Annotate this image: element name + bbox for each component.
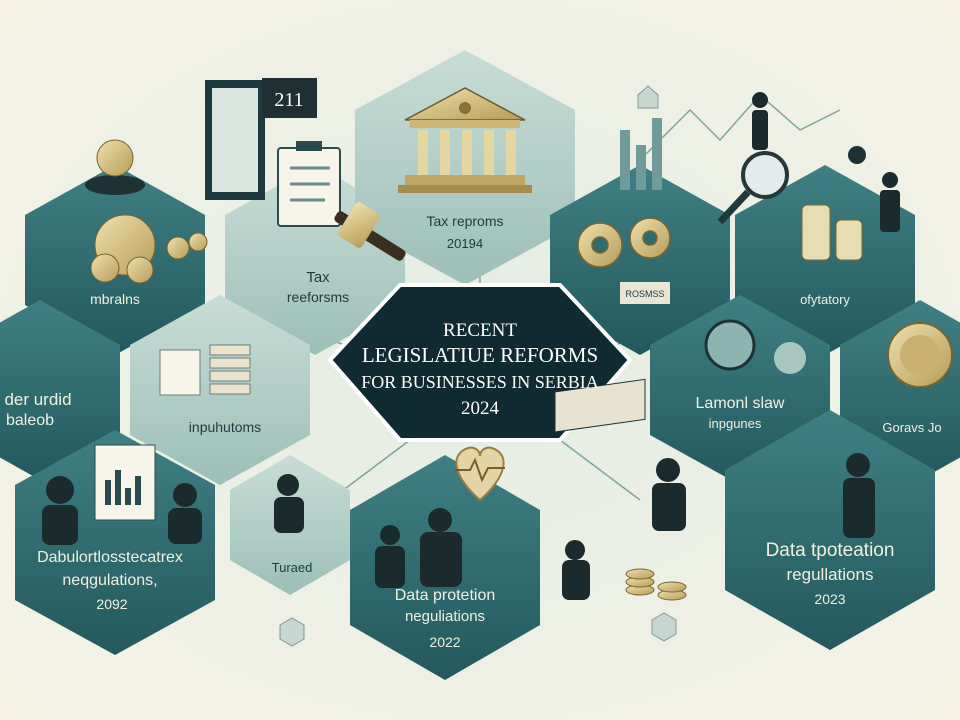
- coin-stack-icon: [625, 568, 687, 601]
- data2023-year: 2023: [814, 591, 845, 607]
- person-center-icon: [420, 508, 462, 587]
- person-turaed-icon: [274, 474, 304, 533]
- person-right2-icon: [652, 458, 686, 531]
- inpuhutoms-title: inpuhutoms: [189, 419, 261, 435]
- person-left2-icon: [168, 483, 202, 544]
- bottom-emblem-left-icon: [279, 617, 305, 647]
- lamonl-title2: inpgunes: [709, 416, 762, 431]
- tile-gears: [550, 165, 730, 355]
- gears-icon: [577, 217, 671, 268]
- bank-building-icon: [398, 87, 532, 193]
- mbralns-title: mbralns: [90, 291, 140, 307]
- center-line4: 2024: [461, 398, 500, 419]
- person-left-icon: [42, 476, 78, 545]
- tablet-board-icon: 211: [205, 78, 317, 200]
- heart-rate-icon: [455, 446, 505, 502]
- money-stack-icon: [85, 139, 145, 195]
- data2022-title1: Data protetion: [395, 587, 496, 604]
- tax-top-year: 20194: [447, 236, 483, 251]
- dot-icon: [848, 146, 866, 164]
- person-top-right-icon: [752, 92, 768, 150]
- goravs-title: Goravs Jo: [882, 420, 941, 435]
- person-center3-icon: [562, 540, 590, 600]
- center-line2: LEGISLATIUE REFORMS: [362, 343, 598, 367]
- data2023-title2: regullations: [787, 565, 874, 584]
- person-right-icon: [880, 172, 900, 232]
- ofytatory-title: ofytatory: [800, 292, 850, 307]
- seal-icon: [887, 322, 953, 388]
- data2022-title2: neguliations: [405, 608, 485, 625]
- board-number: 211: [274, 89, 303, 111]
- person-center2-icon: [375, 525, 405, 588]
- bottom-emblem-right-icon: [651, 612, 677, 642]
- tile-data-2023: [725, 410, 935, 650]
- babul-title1: Dabulortlosstecatrex: [37, 549, 183, 566]
- rating-bar-icon: [554, 378, 646, 433]
- magnifier-icon: [717, 151, 789, 225]
- center-line3: FOR BUSINESSES IN SERBIA: [361, 372, 599, 392]
- underurdid-title2: baleob: [6, 412, 54, 429]
- small-sign: [620, 282, 670, 304]
- server-stack-icon: [159, 344, 251, 396]
- report-document-icon: [94, 444, 156, 521]
- tax-left-title1: Tax: [306, 269, 330, 286]
- small-sign-text: ROSMSS: [625, 289, 664, 299]
- tile-under-urdid: [0, 300, 120, 480]
- data2022-year: 2022: [429, 634, 460, 650]
- person-right3-icon: [843, 453, 875, 538]
- gavel-icon: [334, 202, 406, 261]
- tax-left-title2: reeforsms: [287, 289, 349, 305]
- babul-year: 2092: [96, 596, 127, 612]
- clipboard-icon: [277, 141, 341, 227]
- turaed-title: Turaed: [272, 560, 313, 575]
- globe-icon: [704, 319, 806, 374]
- lamonl-title1: Lamonl slaw: [696, 395, 785, 412]
- center-line1: RECENT: [443, 320, 517, 341]
- bar-chart-icon: [620, 118, 662, 190]
- underurdid-title1: der urdid: [4, 390, 71, 409]
- data2023-title1: Data tpoteation: [766, 540, 895, 561]
- house-icon: [637, 85, 659, 109]
- people-icons: [42, 92, 900, 600]
- tax-top-title: Tax reproms: [426, 213, 503, 229]
- jars-icon: [801, 204, 863, 261]
- coins-icon: [90, 214, 208, 284]
- babul-title2: neqgulations,: [62, 572, 157, 589]
